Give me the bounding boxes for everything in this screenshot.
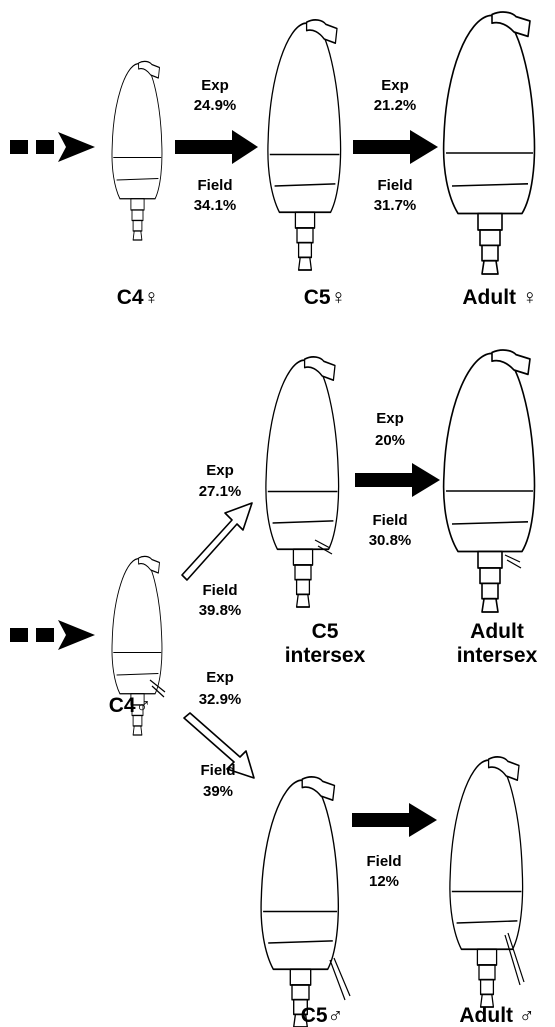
stage-label-c5-intersex-line2: intersex: [285, 644, 366, 667]
stage-label-adult-intersex: Adult: [470, 620, 524, 643]
stage-label-adult-female: Adult ♀: [462, 286, 537, 309]
field-label: Field: [377, 177, 412, 194]
field-label: Field: [200, 762, 235, 779]
copepod-c5-male: [261, 777, 338, 1027]
stage-label-adult-intersex-line2: intersex: [457, 644, 538, 667]
exp-label: Exp: [381, 77, 409, 94]
solid-arrow-c5-adult-intersex: [355, 463, 440, 497]
exp-label: Exp: [206, 669, 234, 686]
field-label: Field: [366, 853, 401, 870]
copepod-c5-female: [268, 20, 341, 270]
setae-c5-male: [330, 958, 350, 1000]
field-value: 39%: [203, 783, 233, 800]
copepod-adult-male: [450, 757, 523, 1007]
male-row: Exp 32.9% Field 39% Field 12% C5♂ Adult …: [184, 669, 535, 1027]
field-label: Field: [197, 177, 232, 194]
field-value: 30.8%: [369, 532, 412, 549]
exp-value: 20%: [375, 432, 405, 449]
stage-label-c5-intersex: C5: [312, 620, 339, 643]
solid-arrow-c5-adult-female: [353, 130, 438, 164]
female-row: Exp 24.9% Field 34.1% Exp 21.2% Field 31…: [10, 12, 538, 309]
copepod-adult-female: [444, 12, 535, 274]
field-label: Field: [372, 512, 407, 529]
stage-label-adult-male: Adult ♂: [459, 1004, 534, 1027]
copepod-c5-intersex: [266, 357, 339, 607]
solid-arrow-c4-c5-female: [175, 130, 258, 164]
setae-adult-intersex: [505, 555, 521, 568]
dashed-entry-arrow: [10, 132, 95, 162]
stage-label-c4-male: C4♂: [109, 694, 152, 717]
exp-label: Exp: [201, 77, 229, 94]
exp-value: 21.2%: [374, 97, 417, 114]
copepod-adult-intersex: [444, 350, 535, 612]
field-label: Field: [202, 582, 237, 599]
exp-label: Exp: [206, 462, 234, 479]
exp-value: 24.9%: [194, 97, 237, 114]
male-origin: C4♂: [10, 556, 165, 735]
field-value: 39.8%: [199, 602, 242, 619]
solid-arrow-c5-adult-male: [352, 803, 437, 837]
field-value: 12%: [369, 873, 399, 890]
copepod-c4-female: [112, 61, 162, 240]
field-value: 34.1%: [194, 197, 237, 214]
stage-label-c5-female: C5♀: [304, 286, 347, 309]
exp-value: 27.1%: [199, 483, 242, 500]
intersex-row: Exp 27.1% Field 39.8% Exp 20% Field 30.8…: [182, 350, 538, 667]
stage-label-c4-female: C4♀: [117, 286, 160, 309]
dashed-entry-arrow: [10, 620, 95, 650]
outline-arrow-c4-c5-intersex: [182, 503, 252, 580]
exp-label: Exp: [376, 410, 404, 427]
stage-label-c5-male: C5♂: [301, 1004, 344, 1027]
field-value: 31.7%: [374, 197, 417, 214]
exp-value: 32.9%: [199, 691, 242, 708]
